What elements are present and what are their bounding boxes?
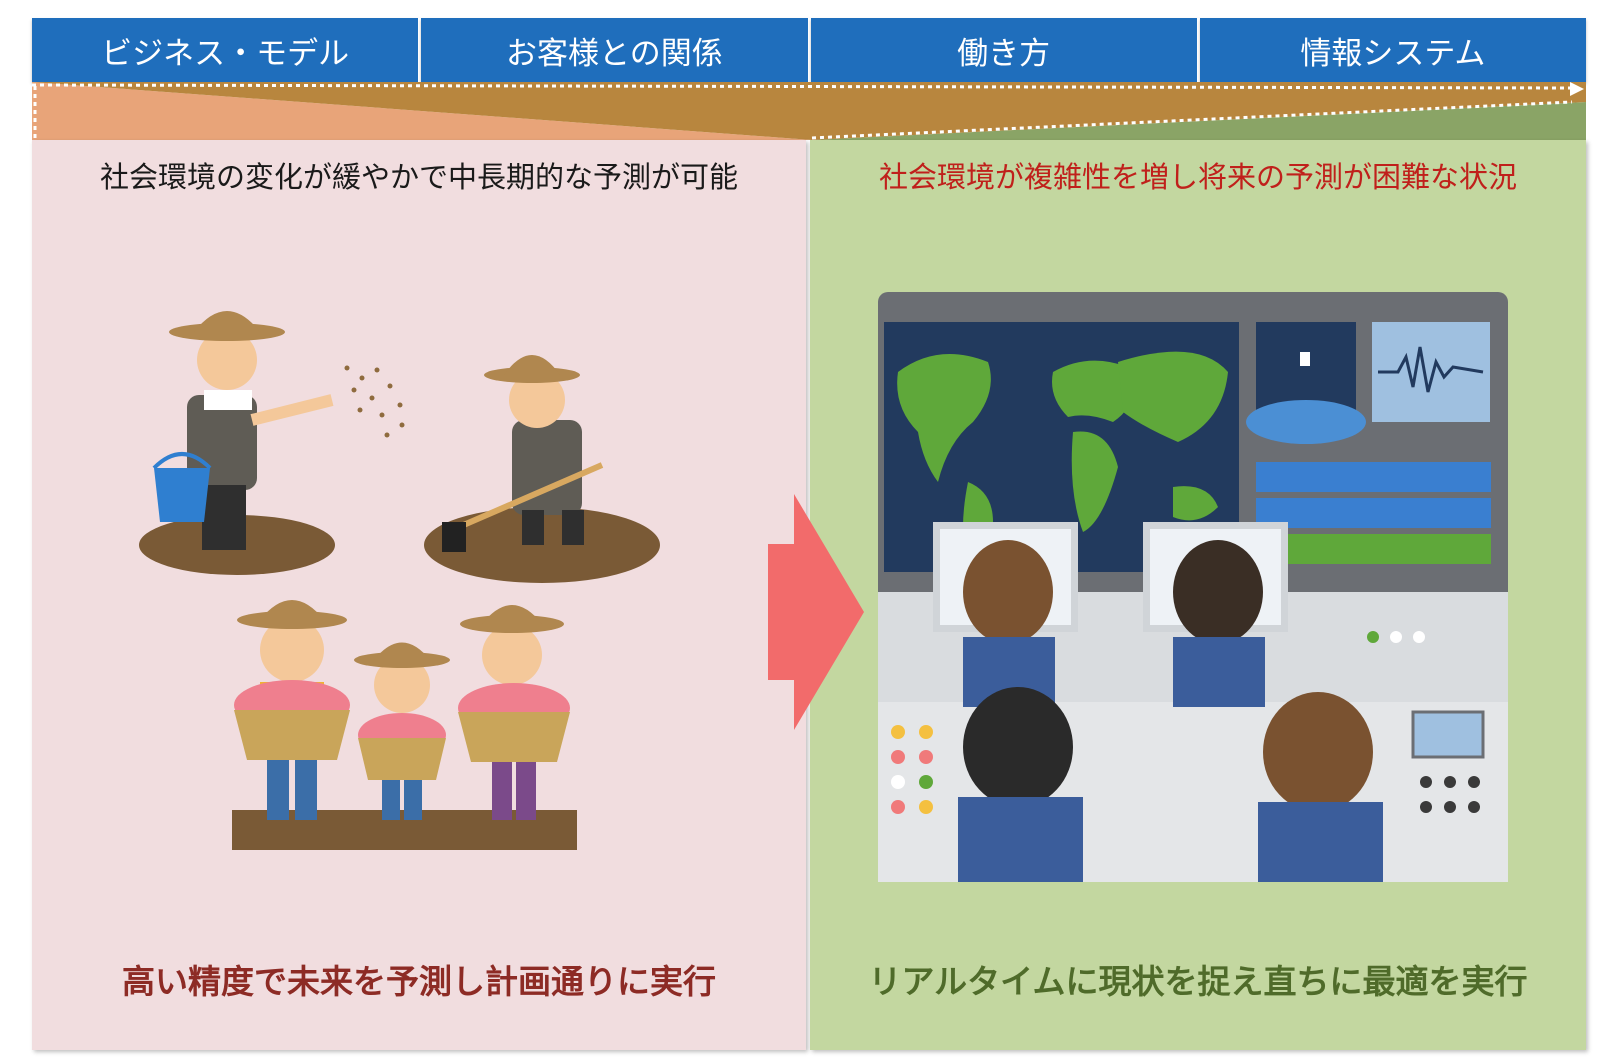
right-caption: 社会環境が複雑性を増し将来の予測が困難な状況 [878, 160, 1517, 194]
band-top-dotted-line [32, 83, 1573, 90]
left-caption: 社会環境の変化が緩やかで中長期的な予測が可能 [99, 160, 738, 194]
tab-business-model: ビジネス・モデル [32, 18, 422, 82]
control-room-illustration [878, 292, 1508, 882]
header-bar: ビジネス・モデル お客様との関係 働き方 情報システム [32, 18, 1586, 82]
child-figure [354, 642, 450, 820]
operator-back-left [958, 687, 1083, 882]
band-bottom-dotted-line [811, 100, 1573, 140]
right-panel: 社会環境が複雑性を増し将来の予測が困難な状況 [810, 140, 1586, 1050]
world-map-continents [897, 351, 1228, 562]
operator-front-right [1143, 522, 1288, 707]
satellite-icon [1300, 352, 1310, 366]
tab-work-style: 働き方 [810, 18, 1200, 82]
band-arrowhead-icon [1570, 82, 1584, 96]
farmers-illustration [139, 311, 660, 850]
tab-customer-relations: お客様との関係 [421, 18, 811, 82]
tab-information-system: 情報システム [1199, 18, 1586, 82]
right-footer: リアルタイムに現状を捉え直ちに最適を実行 [868, 962, 1528, 1001]
waveform-line [1378, 346, 1484, 393]
operator-back-right [1258, 692, 1383, 882]
control-buttons [891, 631, 1485, 814]
farmer-hoeing-figure [424, 355, 660, 583]
status-bar-3 [1256, 534, 1491, 564]
operator-front-left [933, 522, 1078, 707]
left-footer: 高い精度で未来を予測し計画通りに実行 [122, 962, 716, 1001]
status-bar-1 [1256, 462, 1491, 492]
farmer-sowing-figure [139, 311, 405, 575]
father-figure [234, 600, 350, 820]
right-arrow-icon [768, 494, 864, 730]
transition-band [32, 82, 1586, 140]
family-harvest-figures [232, 600, 577, 850]
left-panel: 社会環境の変化が緩やかで中長期的な予測が可能 [32, 140, 806, 1050]
mother-figure [458, 605, 570, 820]
status-bar-2 [1256, 498, 1491, 528]
band-main-wedge [32, 82, 1586, 140]
